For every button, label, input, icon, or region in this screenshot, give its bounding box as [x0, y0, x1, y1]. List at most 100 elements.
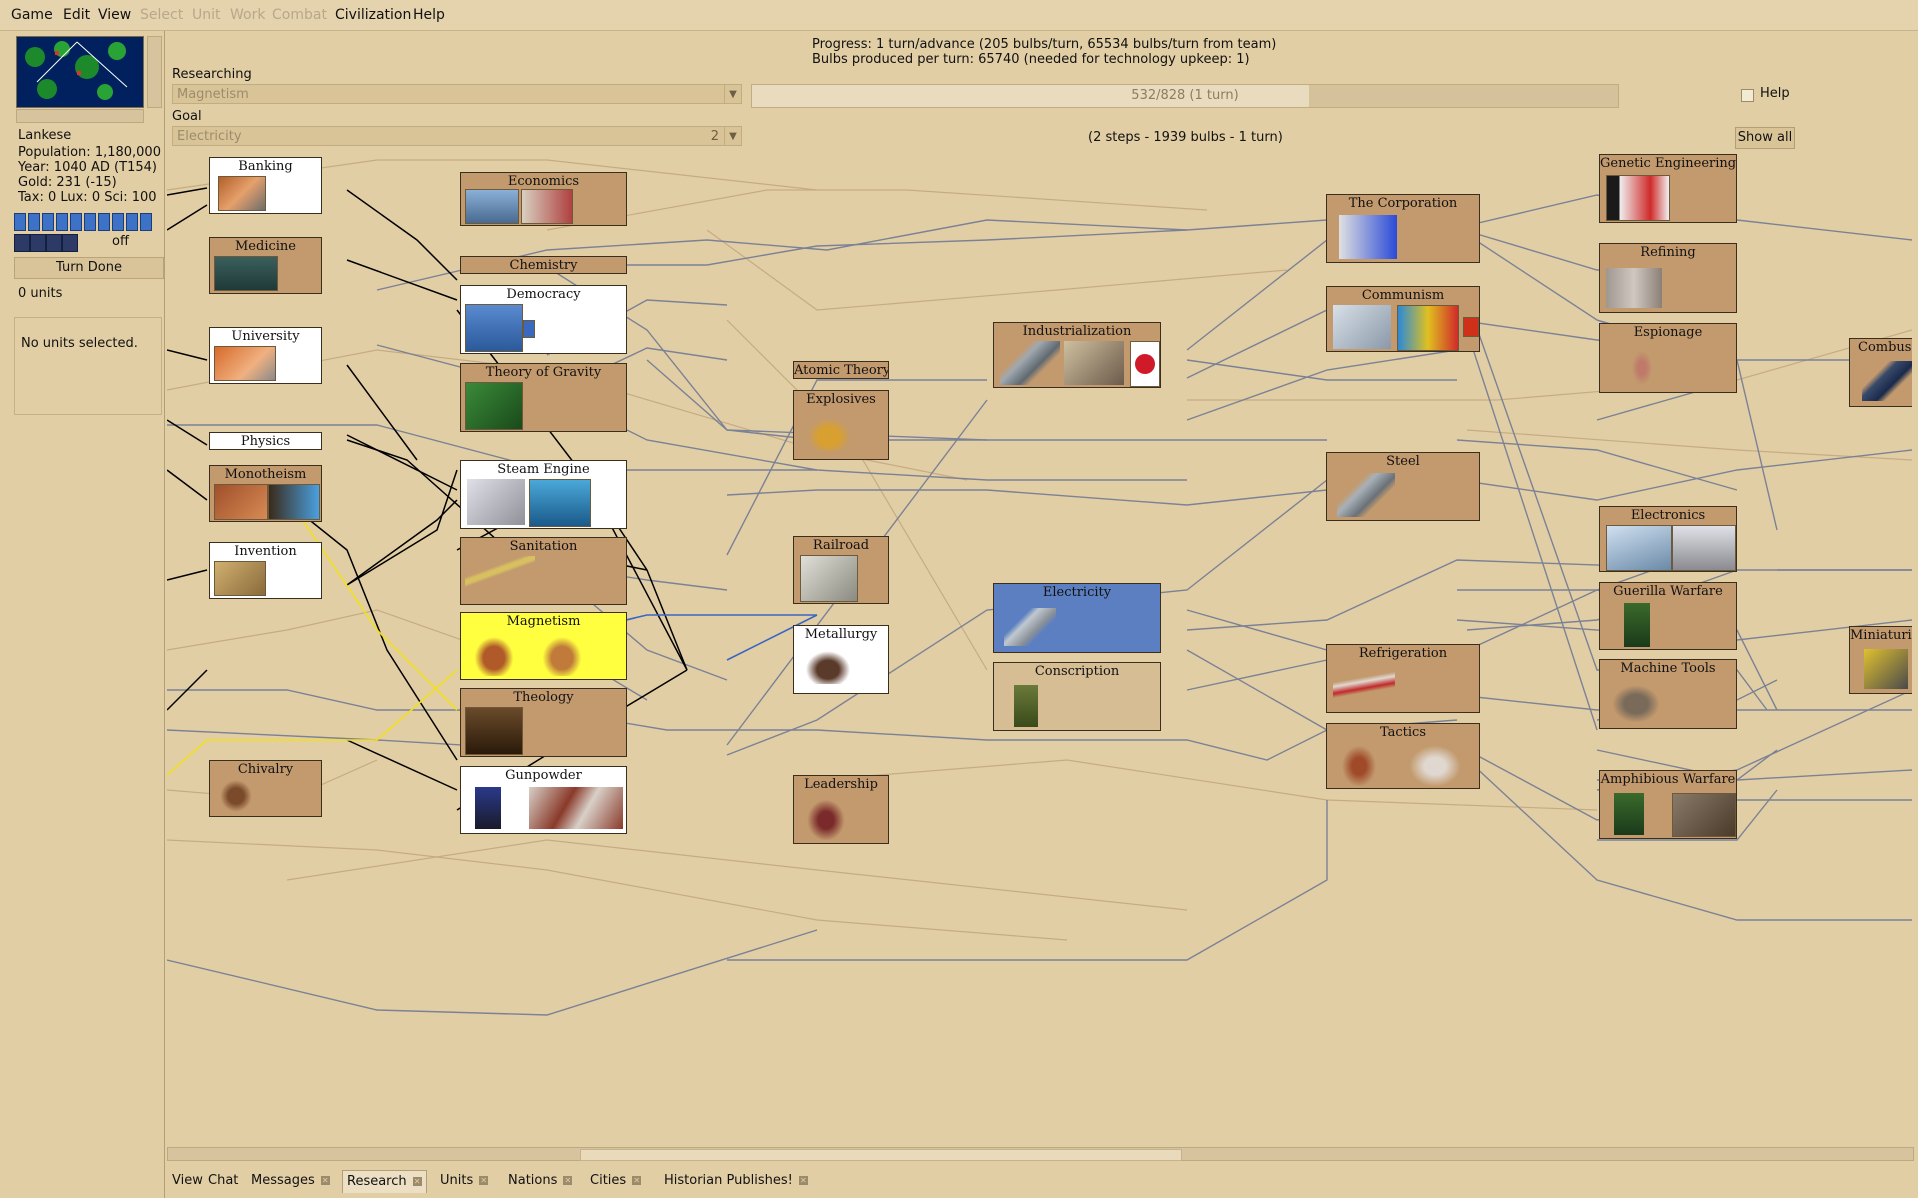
- tech-explosives[interactable]: Explosives: [793, 390, 889, 460]
- tech-university[interactable]: University: [209, 327, 322, 384]
- menu-civilization[interactable]: Civilization: [335, 7, 412, 23]
- ironclad-unit-icon: [467, 479, 525, 525]
- menu-combat[interactable]: Combat: [272, 7, 327, 23]
- tab-units[interactable]: Units✕: [436, 1170, 492, 1192]
- tech-electronics[interactable]: Electronics: [1599, 506, 1737, 572]
- police-station-icon: [1333, 305, 1391, 349]
- tech-amphibious-warfare[interactable]: Amphibious Warfare: [1599, 770, 1737, 839]
- menu-select[interactable]: Select: [140, 7, 184, 23]
- tech-name: Miniaturi: [1850, 628, 1912, 643]
- close-icon[interactable]: ✕: [320, 1176, 330, 1185]
- tab-view[interactable]: View: [168, 1170, 207, 1192]
- close-icon[interactable]: ✕: [479, 1176, 489, 1185]
- tech-theology[interactable]: Theology: [460, 688, 627, 757]
- close-icon[interactable]: ✕: [412, 1177, 422, 1186]
- tech-tactics[interactable]: Tactics: [1326, 723, 1480, 789]
- tech-combustion[interactable]: Combus: [1849, 338, 1912, 407]
- womens-suffrage-icon: [1130, 341, 1160, 387]
- goal-summary: (2 steps - 1939 bulbs - 1 turn): [1088, 130, 1283, 145]
- tech-refining[interactable]: Refining: [1599, 243, 1737, 313]
- tech-chivalry[interactable]: Chivalry: [209, 760, 322, 817]
- scrollbar-thumb[interactable]: [580, 1149, 1182, 1161]
- tech-name: Refining: [1640, 245, 1696, 260]
- alpine-troops-icon: [1339, 742, 1379, 786]
- tech-communism[interactable]: Communism: [1326, 286, 1480, 352]
- tech-conscription[interactable]: Conscription: [993, 662, 1161, 731]
- tab-chat[interactable]: Chat: [204, 1170, 242, 1192]
- menu-unit[interactable]: Unit: [192, 7, 221, 23]
- researching-select[interactable]: Magnetism ▼: [172, 84, 742, 104]
- musketeers-unit-icon: [475, 787, 501, 829]
- tech-tree-horizontal-scrollbar[interactable]: [167, 1147, 1914, 1161]
- tech-espionage[interactable]: Espionage: [1599, 323, 1737, 393]
- tech-genetic-engineering[interactable]: Genetic Engineering: [1599, 154, 1737, 223]
- menu-help[interactable]: Help: [413, 7, 445, 23]
- tech-tree[interactable]: Banking Medicine University Physics Mono…: [167, 150, 1912, 1145]
- tech-medicine[interactable]: Medicine: [209, 237, 322, 294]
- tech-name: Tactics: [1379, 725, 1427, 740]
- tech-name: Chivalry: [237, 762, 294, 777]
- close-icon[interactable]: ✕: [563, 1176, 573, 1185]
- turn-done-button[interactable]: Turn Done: [14, 257, 164, 279]
- nuclear-winter-icon: [46, 234, 62, 252]
- tech-democracy[interactable]: Democracy: [460, 285, 627, 354]
- menu-work[interactable]: Work: [230, 7, 266, 23]
- tech-industrialization[interactable]: Industrialization: [993, 322, 1161, 388]
- tech-chemistry[interactable]: Chemistry: [460, 256, 627, 274]
- tech-guerilla-warfare[interactable]: Guerilla Warfare: [1599, 582, 1737, 650]
- tech-theory-of-gravity[interactable]: Theory of Gravity: [460, 363, 627, 432]
- tab-messages[interactable]: Messages✕: [247, 1170, 334, 1192]
- tab-research[interactable]: Research✕: [342, 1170, 427, 1193]
- goal-value: Electricity: [177, 129, 242, 144]
- help-checkbox[interactable]: [1741, 89, 1754, 102]
- tech-banking[interactable]: Banking: [209, 157, 322, 214]
- tech-the-corporation[interactable]: The Corporation: [1326, 194, 1480, 263]
- bulbs-per-turn: Bulbs produced per turn: 65740 (needed f…: [812, 52, 1250, 67]
- tech-name: Genetic Engineering: [1600, 156, 1736, 171]
- show-all-button[interactable]: Show all: [1735, 127, 1795, 149]
- tech-name: Magnetism: [506, 614, 581, 629]
- timeout-status: off: [112, 234, 129, 249]
- tab-nations[interactable]: Nations ✕: [504, 1170, 576, 1192]
- tech-monotheism[interactable]: Monotheism: [209, 465, 322, 522]
- tech-atomic-theory[interactable]: Atomic Theory: [793, 361, 889, 379]
- tech-magnetism[interactable]: Magnetism: [460, 612, 627, 680]
- minimap[interactable]: [16, 36, 144, 108]
- tech-metallurgy[interactable]: Metallurgy: [793, 625, 889, 694]
- goal-select[interactable]: Electricity 2 ▼: [172, 126, 742, 146]
- tech-railroad[interactable]: Railroad: [793, 536, 889, 604]
- tech-steam-engine[interactable]: Steam Engine: [460, 460, 627, 529]
- tab-label: Nations: [508, 1173, 558, 1188]
- tab-cities[interactable]: Cities ✕: [586, 1170, 645, 1192]
- tech-leadership[interactable]: Leadership: [793, 775, 889, 844]
- bank-building-icon: [218, 176, 266, 211]
- science-bulbs-indicator[interactable]: [14, 213, 164, 231]
- dragoons-unit-icon: [804, 796, 848, 840]
- tech-machine-tools[interactable]: Machine Tools: [1599, 659, 1737, 729]
- tab-label: Cities: [590, 1173, 627, 1188]
- sewer-system-icon: [465, 556, 535, 601]
- cure-for-cancer-icon: [1606, 175, 1670, 221]
- tech-gunpowder[interactable]: Gunpowder: [460, 766, 627, 834]
- minimap-horizontal-scrollbar[interactable]: [16, 109, 144, 123]
- tech-electricity[interactable]: Electricity: [993, 583, 1161, 653]
- pollution-icon: [30, 234, 46, 252]
- tech-steel[interactable]: Steel: [1326, 452, 1480, 521]
- tech-sanitation[interactable]: Sanitation: [460, 537, 627, 605]
- tech-economics[interactable]: Economics: [460, 172, 627, 226]
- menu-edit[interactable]: Edit: [63, 7, 91, 23]
- tech-physics[interactable]: Physics: [209, 432, 322, 450]
- tech-refrigeration[interactable]: Refrigeration: [1326, 644, 1480, 713]
- fortress-walls-icon: [529, 787, 623, 829]
- tech-invention[interactable]: Invention: [209, 542, 322, 599]
- menu-view[interactable]: View: [98, 7, 132, 23]
- gold: Gold: 231 (-15): [18, 175, 117, 190]
- tech-miniaturization[interactable]: Miniaturi: [1849, 626, 1912, 694]
- close-icon[interactable]: ✕: [632, 1176, 642, 1185]
- minimap-vertical-scrollbar[interactable]: [147, 36, 162, 108]
- menu-game[interactable]: Game: [11, 7, 53, 23]
- supermarket-farmland-icon: [1333, 669, 1395, 703]
- tab-historian-publishes[interactable]: Historian Publishes!✕: [660, 1170, 812, 1192]
- close-icon[interactable]: ✕: [798, 1176, 808, 1185]
- tech-name: Electronics: [1630, 508, 1706, 523]
